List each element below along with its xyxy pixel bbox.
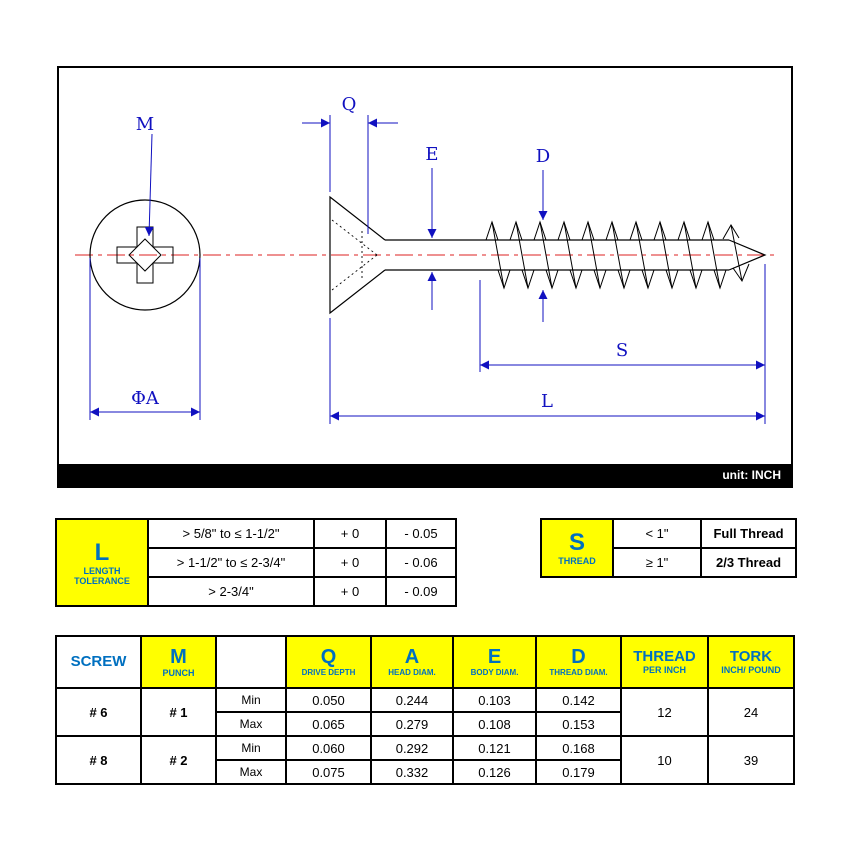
unit-bar: unit: INCH bbox=[59, 464, 791, 486]
caption-length: LENGTH bbox=[83, 565, 121, 576]
thread-symbol-cell: S THREAD bbox=[540, 518, 614, 578]
header-a-head-diam: A HEAD DIAM. bbox=[370, 635, 454, 689]
header-d-thread-diam: D THREAD DIAM. bbox=[535, 635, 622, 689]
label-q: Q bbox=[342, 94, 357, 115]
tork-cell: 24 bbox=[707, 687, 795, 737]
thread-table: S THREAD < 1" Full Thread ≥ 1" 2/3 Threa… bbox=[540, 518, 797, 578]
length-range-cell: > 5/8" to ≤ 1-1/2" bbox=[147, 518, 315, 549]
m-leader: M bbox=[136, 114, 154, 237]
limit-cell: Max bbox=[215, 759, 287, 785]
length-range-cell: > 1-1/2" to ≤ 2-3/4" bbox=[147, 547, 315, 578]
q-dimension: Q bbox=[302, 94, 398, 234]
screw-size-cell: # 6 bbox=[55, 687, 142, 737]
punch-size-cell: # 2 bbox=[140, 735, 217, 785]
screw-tip bbox=[728, 239, 767, 271]
minus-tolerance-cell: - 0.06 bbox=[385, 547, 457, 578]
head-front-view bbox=[89, 199, 201, 311]
header-e-body-diam: E BODY DIAM. bbox=[452, 635, 537, 689]
screw-head bbox=[329, 195, 386, 315]
limit-cell: Max bbox=[215, 711, 287, 737]
length-range-cell: > 2-3/4" bbox=[147, 576, 315, 607]
minus-tolerance-cell: - 0.09 bbox=[385, 576, 457, 607]
length-tolerance-symbol-cell: L LENGTH TOLERANCE bbox=[55, 518, 149, 607]
a-value-cell: 0.279 bbox=[370, 711, 454, 737]
drawing-frame: M ΦA bbox=[57, 66, 793, 488]
caption-per-inch: PER INCH bbox=[642, 665, 686, 675]
d-value-cell: 0.168 bbox=[535, 735, 622, 761]
header-limit-blank bbox=[215, 635, 287, 689]
caption-head-diam: HEAD DIAM. bbox=[388, 668, 436, 677]
tork-cell: 39 bbox=[707, 735, 795, 785]
header-m-punch: M PUNCH bbox=[140, 635, 217, 689]
limit-cell: Min bbox=[215, 735, 287, 761]
symbol-e: E bbox=[487, 646, 502, 668]
caption-tolerance: TOLERANCE bbox=[74, 575, 130, 586]
thread-length-cell: < 1" bbox=[612, 518, 702, 549]
screw-technical-drawing: M ΦA bbox=[75, 94, 775, 424]
symbol-s: S bbox=[568, 529, 585, 556]
punch-size-cell: # 1 bbox=[140, 687, 217, 737]
label-phi-a: ΦA bbox=[131, 388, 160, 409]
limit-cell: Min bbox=[215, 687, 287, 713]
thread-per-inch-cell: 10 bbox=[620, 735, 709, 785]
caption-thread-diam: THREAD DIAM. bbox=[549, 668, 608, 677]
caption-punch: PUNCH bbox=[162, 667, 195, 678]
a-value-cell: 0.292 bbox=[370, 735, 454, 761]
screw-side-view bbox=[329, 195, 767, 315]
symbol-l: L bbox=[94, 538, 110, 566]
q-value-cell: 0.060 bbox=[285, 735, 372, 761]
minus-tolerance-cell: - 0.05 bbox=[385, 518, 457, 549]
a-value-cell: 0.332 bbox=[370, 759, 454, 785]
screw-size-cell: # 8 bbox=[55, 735, 142, 785]
header-tork: TORK INCH/ POUND bbox=[707, 635, 795, 689]
caption-drive-depth: DRIVE DEPTH bbox=[301, 668, 356, 677]
symbol-a: A bbox=[404, 646, 420, 668]
q-value-cell: 0.075 bbox=[285, 759, 372, 785]
s-dimension: S bbox=[479, 264, 766, 424]
d-value-cell: 0.153 bbox=[535, 711, 622, 737]
q-value-cell: 0.050 bbox=[285, 687, 372, 713]
thread-flanks bbox=[491, 221, 743, 289]
thread-per-inch-cell: 12 bbox=[620, 687, 709, 737]
symbol-m: M bbox=[170, 645, 187, 668]
caption-body-diam: BODY DIAM. bbox=[470, 668, 519, 677]
header-thread-per-inch: THREAD PER INCH bbox=[620, 635, 709, 689]
label-m: M bbox=[136, 114, 154, 135]
e-dimension: E bbox=[425, 144, 439, 310]
e-value-cell: 0.108 bbox=[452, 711, 537, 737]
plus-tolerance-cell: + 0 bbox=[313, 576, 387, 607]
e-value-cell: 0.103 bbox=[452, 687, 537, 713]
header-q-drive-depth: Q DRIVE DEPTH bbox=[285, 635, 372, 689]
screw-spec-table: SCREW M PUNCH Q DRIVE DEPTH A HEAD DIAM.… bbox=[55, 635, 795, 785]
length-tolerance-table: L LENGTH TOLERANCE > 5/8" to ≤ 1-1/2" + … bbox=[55, 518, 457, 607]
l-dimension: L bbox=[329, 318, 765, 424]
e-value-cell: 0.121 bbox=[452, 735, 537, 761]
d-value-cell: 0.179 bbox=[535, 759, 622, 785]
phi-a-dimension: ΦA bbox=[89, 258, 201, 420]
label-s: S bbox=[616, 340, 628, 361]
plus-tolerance-cell: + 0 bbox=[313, 518, 387, 549]
symbol-q: Q bbox=[320, 646, 337, 668]
label-e: E bbox=[425, 144, 438, 165]
thread-type-cell: 2/3 Thread bbox=[700, 547, 797, 578]
header-screw: SCREW bbox=[55, 635, 142, 689]
label-d: D bbox=[536, 146, 550, 167]
thread-length-cell: ≥ 1" bbox=[612, 547, 702, 578]
symbol-d: D bbox=[571, 646, 586, 668]
label-l: L bbox=[541, 391, 553, 412]
e-value-cell: 0.126 bbox=[452, 759, 537, 785]
plus-tolerance-cell: + 0 bbox=[313, 547, 387, 578]
caption-thread: THREAD bbox=[558, 556, 596, 566]
caption-inch-pound: INCH/ POUND bbox=[721, 665, 781, 675]
q-value-cell: 0.065 bbox=[285, 711, 372, 737]
d-dimension: D bbox=[536, 146, 550, 322]
phillips-center-square bbox=[128, 238, 162, 272]
d-value-cell: 0.142 bbox=[535, 687, 622, 713]
a-value-cell: 0.244 bbox=[370, 687, 454, 713]
thread-type-cell: Full Thread bbox=[700, 518, 797, 549]
